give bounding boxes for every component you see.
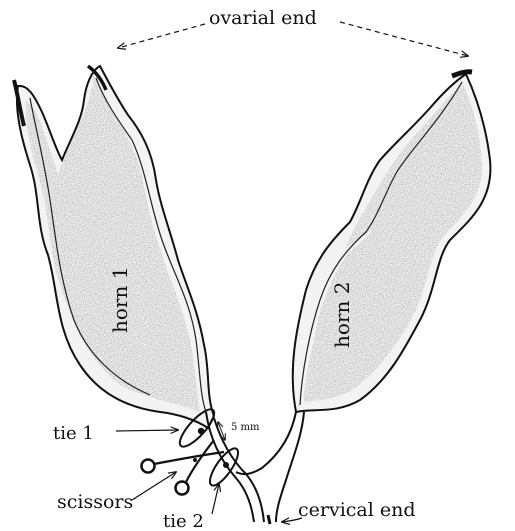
tie-1-label: tie 1	[53, 423, 94, 444]
cervical-tip	[268, 515, 270, 524]
horn-2-tip	[452, 72, 472, 76]
pointer-lines	[116, 430, 302, 522]
tie-2-label: tie 2	[163, 511, 204, 531]
scissors-ring-2	[176, 482, 189, 495]
scissors-ring-1	[142, 460, 155, 473]
scissors-blade-2	[186, 440, 214, 482]
scissors-blade-1	[154, 452, 224, 464]
horn-1-label: horn 1	[108, 267, 132, 333]
horn-1	[14, 66, 214, 428]
tie-2-pointer	[212, 484, 219, 514]
ovarial-end-label: ovarial end	[209, 7, 317, 29]
tie-2-loop	[205, 445, 243, 490]
horn-2	[293, 72, 491, 412]
scissors-label: scissors	[57, 491, 133, 513]
tie-1-pointer	[116, 430, 178, 431]
cervical-end-label: cervical end	[298, 499, 416, 521]
scissors-pointer	[132, 472, 176, 500]
horn-2-label: horn 2	[330, 282, 354, 348]
distance-label: 5 mm	[231, 422, 260, 433]
